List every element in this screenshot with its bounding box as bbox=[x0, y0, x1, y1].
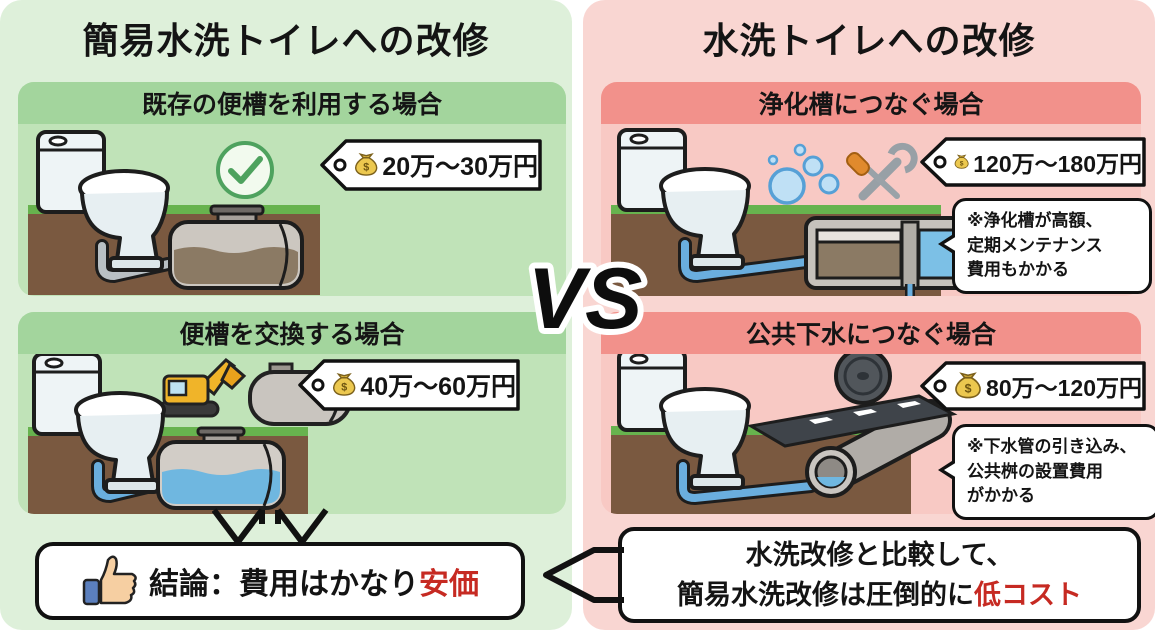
money-bag-icon bbox=[333, 373, 356, 396]
conclusion-highlight: 安価 bbox=[419, 568, 479, 601]
note-septic: ※浄化槽が高額、 定期メンテナンス 費用もかかる bbox=[938, 198, 1152, 294]
price-tag-existing: 20万〜30万円 bbox=[320, 138, 544, 192]
existing-tank-illustration bbox=[28, 130, 320, 295]
grass-strip bbox=[28, 205, 320, 214]
comparison-line2-prefix: 簡易水洗改修は圧倒的に bbox=[677, 580, 974, 610]
panel-replace-tank: 便槽を交換する場合 bbox=[18, 312, 566, 514]
drain-pipe bbox=[98, 242, 172, 281]
check-circle-icon bbox=[216, 141, 274, 199]
comparison-line1: 水洗改修と比較して、 bbox=[745, 539, 1014, 570]
road-icon bbox=[746, 394, 958, 448]
excavator-icon bbox=[158, 358, 247, 418]
left-column-title: 簡易水洗トイレへの改修 bbox=[82, 20, 490, 61]
thumbs-up-icon bbox=[82, 555, 137, 606]
bubbles-icon bbox=[767, 143, 840, 205]
septic-tank-icon bbox=[168, 204, 304, 290]
replace-tank-illustration bbox=[28, 354, 352, 514]
price-tag-replace: 40万〜60万円 bbox=[298, 358, 522, 412]
conclusion-prefix: 結論：費用はかなり bbox=[149, 568, 419, 601]
public-sewer-illustration bbox=[611, 354, 958, 514]
price-text: 20万〜30万円 bbox=[382, 153, 538, 181]
new-tank-underground bbox=[156, 426, 286, 510]
money-bag-icon bbox=[355, 153, 378, 176]
panel-replace-tank-header: 便槽を交換する場合 bbox=[18, 312, 566, 354]
panel-existing-tank-header: 既存の便槽を利用する場合 bbox=[18, 82, 566, 124]
wrench-screwdriver-icon bbox=[846, 142, 918, 201]
right-column-title: 水洗トイレへの改修 bbox=[702, 20, 1036, 61]
conclusion-box: 結論：費用はかなり安価 bbox=[35, 542, 525, 620]
drain-pipe bbox=[94, 462, 164, 501]
down-arrows bbox=[212, 508, 329, 545]
manhole-icon bbox=[834, 354, 892, 405]
sewer-pipe-icon bbox=[805, 399, 952, 498]
comparison-box: 水洗改修と比較して、 簡易水洗改修は圧倒的に低コスト bbox=[618, 527, 1141, 623]
price-tag-sewer: 80万〜120万円 bbox=[920, 360, 1148, 412]
price-text: 40万〜60万円 bbox=[360, 373, 516, 401]
versus-badge: VS bbox=[522, 245, 649, 352]
panel-public-sewer: 公共下水につなぐ場合 bbox=[601, 312, 1141, 514]
grass-strip bbox=[28, 427, 308, 436]
note-sewer: ※下水管の引き込み、 公共桝の設置費用 がかかる bbox=[938, 424, 1155, 520]
comparison-line2-highlight: 低コスト bbox=[974, 580, 1082, 610]
price-tag-septic: 120万〜180万円 bbox=[920, 136, 1148, 188]
panel-septic-system-header: 浄化槽につなぐ場合 bbox=[601, 82, 1141, 124]
money-bag-icon bbox=[954, 154, 969, 169]
panel-public-sewer-header: 公共下水につなぐ場合 bbox=[601, 312, 1141, 354]
price-text: 80万〜120万円 bbox=[986, 375, 1142, 401]
house-drain-pipe bbox=[679, 462, 815, 503]
price-text: 120万〜180万円 bbox=[973, 151, 1142, 177]
grass-strip bbox=[611, 205, 941, 214]
money-bag-icon bbox=[955, 372, 981, 399]
versus-text: VS bbox=[528, 251, 643, 347]
inlet-pipe bbox=[681, 240, 810, 281]
left-pointing-arrow bbox=[543, 547, 624, 603]
